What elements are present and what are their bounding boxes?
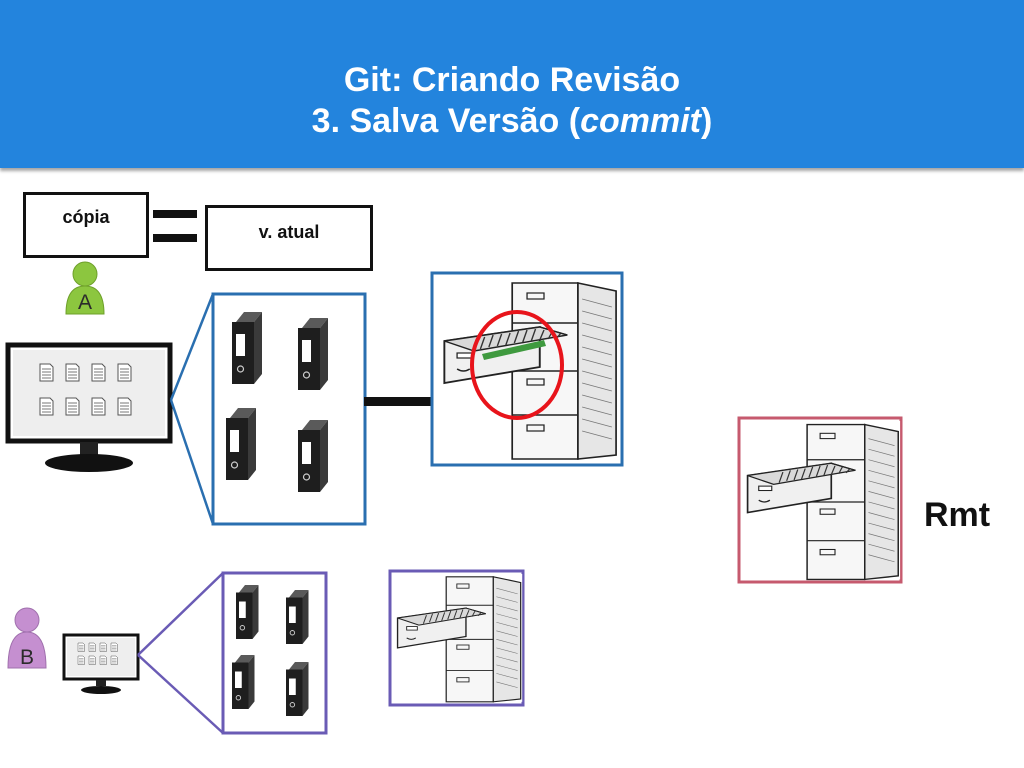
user-a-repository-panel [430,271,624,467]
copy-box: cópia [23,192,149,258]
binder-icon [231,311,263,385]
binder-icon [297,317,329,391]
user-b-avatar-icon: B [7,607,47,669]
slide-header [0,0,1024,168]
new-commit-folder-icon [482,340,546,360]
user-a-avatar-icon: A [65,261,105,315]
user-b-repository-panel [388,569,525,707]
user-a-monitor-icon [5,342,173,472]
binder-icon [231,654,255,710]
current-version-label: v. atual [258,222,320,242]
title-line-2-italic: commit [580,102,701,140]
user-b-projection-lines [137,572,224,734]
slide-title: Git: Criando Revisão 3. Salva Versão (co… [0,60,1024,142]
title-line-2: 3. Salva Versão (commit) [0,101,1024,142]
binder-icon [285,661,309,717]
connector-bar [364,397,432,406]
binder-icon [297,419,329,493]
file-cabinet-icon [437,278,620,460]
binder-icon [225,407,257,481]
equals-sign [153,210,197,242]
commit-highlight-ring [470,310,564,420]
remote-repository-panel [737,416,903,584]
user-b-monitor-icon [62,633,140,694]
binder-icon [285,589,309,645]
copy-label: cópia [62,207,110,227]
current-version-box: v. atual [205,205,373,271]
title-line-2-main: 3. Salva Versão ( [311,102,581,140]
title-line-1: Git: Criando Revisão [343,61,681,99]
binder-icon [235,584,259,640]
file-cabinet-icon [741,420,901,581]
user-b-label: B [20,646,34,669]
title-line-2-end: ) [701,102,713,140]
user-a-label: A [78,291,92,314]
file-cabinet-icon [392,573,523,703]
user-a-projection-lines [169,293,215,525]
user-b-working-files-panel [221,571,328,735]
remote-label: Rmt [924,496,991,534]
user-a-working-files-panel [211,292,367,526]
